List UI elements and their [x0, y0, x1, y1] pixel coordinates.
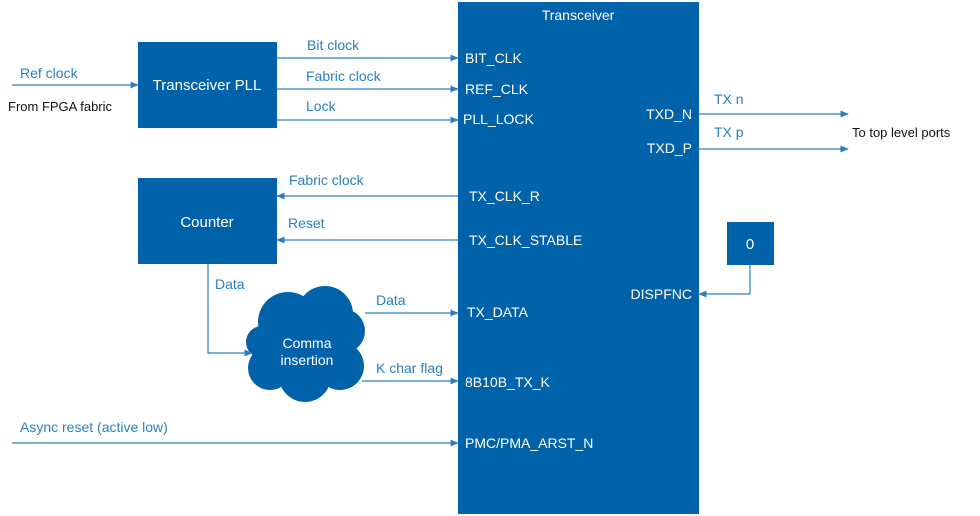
tx-n-label: TX n: [714, 91, 744, 107]
transceiver-pll-block: [138, 42, 277, 128]
counter-block: [138, 178, 277, 264]
fabric-clock-pll-label: Fabric clock: [306, 68, 382, 84]
port-tx-clk-r: TX_CLK_R: [469, 188, 540, 204]
transceiver-title: Transceiver: [542, 7, 615, 23]
port-bit-clk: BIT_CLK: [465, 50, 522, 66]
port-txd-n: TXD_N: [646, 106, 692, 122]
port-txd-p: TXD_P: [647, 140, 692, 156]
comma-label-line1: Comma: [282, 335, 331, 351]
async-reset-label: Async reset (active low): [20, 419, 168, 435]
data-counter-wire: [207, 264, 253, 357]
pll-label: Transceiver PLL: [153, 77, 262, 94]
dispfnc-wire: [698, 265, 751, 298]
data-comma-label: Data: [376, 292, 406, 308]
fabric-clock-counter-label: Fabric clock: [289, 172, 365, 188]
transceiver-block: [458, 2, 699, 514]
port-ref-clk: REF_CLK: [465, 81, 529, 97]
port-tx-clk-stable: TX_CLK_STABLE: [469, 232, 582, 248]
data-counter-label: Data: [215, 276, 245, 292]
from-fpga-label: From FPGA fabric: [8, 99, 113, 114]
port-pll-lock: PLL_LOCK: [463, 111, 534, 127]
port-arst-n: PMC/PMA_ARST_N: [465, 435, 593, 451]
to-top-level-label: To top level ports: [852, 125, 951, 140]
counter-label: Counter: [180, 214, 233, 231]
k-char-flag-label: K char flag: [376, 360, 443, 376]
comma-label-line2: insertion: [281, 352, 334, 368]
comma-insertion-cloud: [246, 286, 365, 402]
lock-label: Lock: [306, 98, 337, 114]
constant-label: 0: [746, 236, 754, 253]
port-8b10b-tx-k: 8B10B_TX_K: [465, 374, 550, 390]
port-dispfnc: DISPFNC: [631, 286, 692, 302]
ref-clock-label: Ref clock: [20, 65, 79, 81]
constant-zero-block: [727, 222, 774, 265]
port-tx-data: TX_DATA: [467, 304, 529, 320]
tx-p-label: TX p: [714, 124, 744, 140]
reset-label: Reset: [288, 215, 325, 231]
bit-clock-label: Bit clock: [307, 37, 360, 53]
